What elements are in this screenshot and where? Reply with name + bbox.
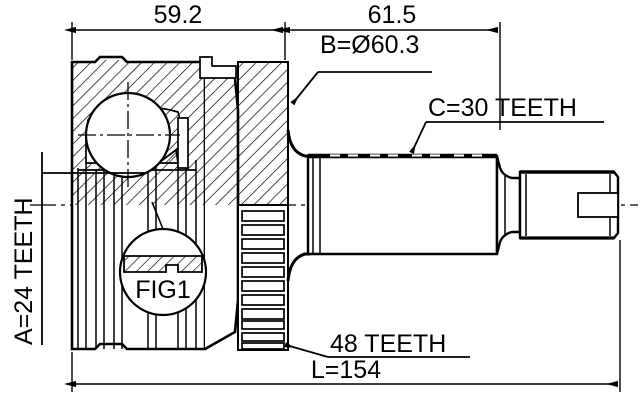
splined-shaft (306, 153, 499, 256)
shaft-retaining-groove (577, 192, 619, 218)
dimension-61-5: 61.5 (278, 1, 501, 130)
dimension-59-2: 59.2 (64, 1, 286, 60)
label-inner-spline-text: A=24 TEETH (10, 197, 38, 345)
dimension-59-2-label: 59.2 (154, 1, 203, 29)
abs-tone-ring-48-teeth (237, 61, 289, 351)
dimension-total-length-label: L=154 (311, 356, 381, 384)
label-abs-ring-text: 48 TEETH (330, 330, 446, 358)
label-bell-diameter-text: B=Ø60.3 (320, 31, 419, 59)
detail-callout-fig1: FIG1 (118, 201, 208, 317)
drawing-body: 59.2 61.5 (10, 1, 638, 392)
shaft-end-stub (518, 170, 620, 240)
shaft-step-neck (495, 155, 522, 255)
ball-cage-assembly (78, 56, 237, 190)
label-inner-spline: A=24 TEETH (10, 152, 148, 345)
dimension-total-length: L=154 (64, 240, 621, 392)
label-shaft-spline: C=30 TEETH (409, 94, 604, 155)
bell-outer-diameter-profile (286, 129, 310, 282)
bell-taper-section (204, 60, 240, 351)
dimension-61-5-label: 61.5 (368, 1, 417, 29)
label-bell-diameter: B=Ø60.3 (290, 31, 432, 106)
label-abs-ring: 48 TEETH (284, 330, 470, 358)
detail-callout-fig1-text: FIG1 (135, 276, 191, 304)
label-shaft-spline-text: C=30 TEETH (428, 94, 577, 122)
